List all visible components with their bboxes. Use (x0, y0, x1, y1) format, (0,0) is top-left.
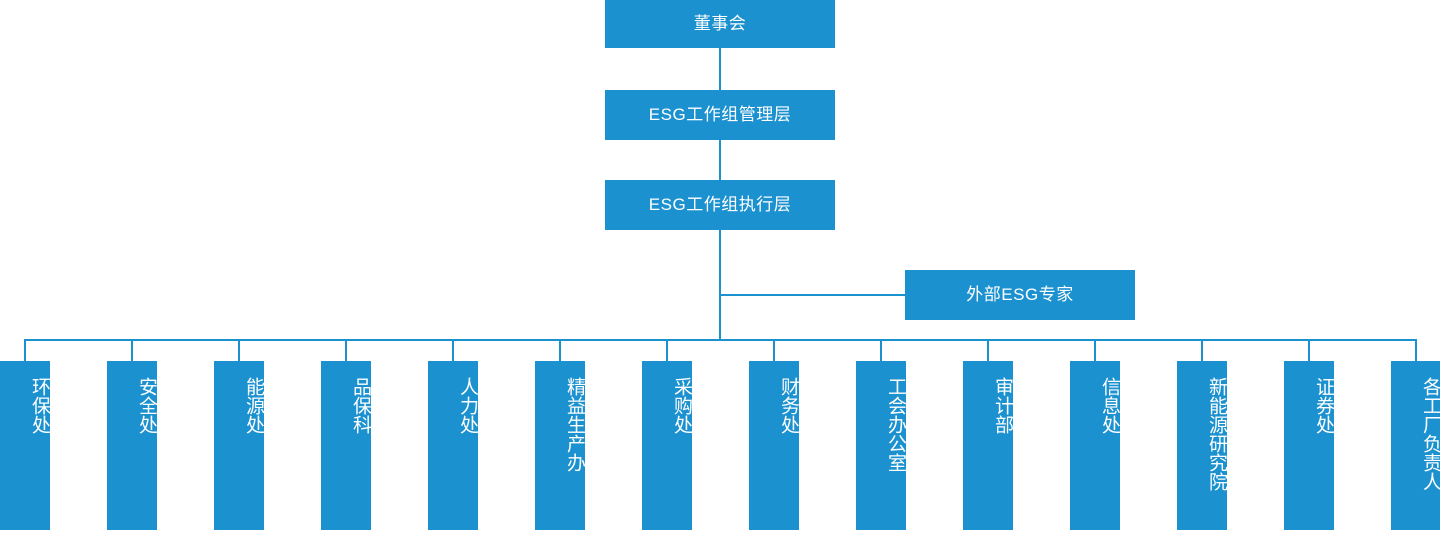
node-board-of-directors-label: 董事会 (693, 13, 747, 33)
connector-drop-12 (1201, 339, 1203, 361)
department-node[interactable]: 人力处 (428, 361, 478, 530)
department-node-label: 工会办公室 (885, 377, 906, 472)
department-node-label: 各工厂负责人 (1420, 377, 1440, 491)
department-node[interactable]: 新能源研究院 (1177, 361, 1227, 530)
department-node-label: 审计部 (992, 377, 1013, 434)
department-node-label: 环保处 (29, 377, 50, 434)
department-node[interactable]: 证券处 (1284, 361, 1334, 530)
department-node[interactable]: 工会办公室 (856, 361, 906, 530)
connector-drop-13 (1308, 339, 1310, 361)
connector-drop-6 (559, 339, 561, 361)
department-node[interactable]: 各工厂负责人 (1391, 361, 1440, 530)
department-node[interactable]: 采购处 (642, 361, 692, 530)
node-board-of-directors[interactable]: 董事会 (605, 0, 835, 48)
department-node-label: 新能源研究院 (1206, 377, 1227, 491)
connector-drop-11 (1094, 339, 1096, 361)
connector-drop-5 (452, 339, 454, 361)
node-esg-working-group-execution[interactable]: ESG工作组执行层 (605, 180, 835, 230)
connector-drop-4 (345, 339, 347, 361)
department-node[interactable]: 精益生产办 (535, 361, 585, 530)
connector-drop-7 (666, 339, 668, 361)
department-node-label: 信息处 (1099, 377, 1120, 434)
department-node[interactable]: 品保科 (321, 361, 371, 530)
connector-board-to-management (719, 48, 721, 90)
connector-drop-1 (24, 339, 26, 361)
department-node[interactable]: 财务处 (749, 361, 799, 530)
connector-execution-trunk (719, 230, 721, 341)
connector-drop-2 (131, 339, 133, 361)
department-node[interactable]: 能源处 (214, 361, 264, 530)
node-external-esg-expert[interactable]: 外部ESG专家 (905, 270, 1135, 320)
node-esg-working-group-execution-label: ESG工作组执行层 (648, 194, 792, 214)
department-node[interactable]: 安全处 (107, 361, 157, 530)
department-node-label: 安全处 (136, 377, 157, 434)
connector-drop-10 (987, 339, 989, 361)
department-node[interactable]: 审计部 (963, 361, 1013, 530)
connector-department-bus (25, 339, 1416, 341)
department-node-label: 证券处 (1313, 377, 1334, 434)
node-esg-working-group-management[interactable]: ESG工作组管理层 (605, 90, 835, 140)
node-esg-working-group-management-label: ESG工作组管理层 (648, 104, 792, 124)
node-external-esg-expert-label: 外部ESG专家 (966, 284, 1074, 304)
department-node-label: 精益生产办 (564, 377, 585, 472)
department-node-label: 人力处 (457, 377, 478, 434)
department-node-label: 能源处 (243, 377, 264, 434)
department-node[interactable]: 信息处 (1070, 361, 1120, 530)
connector-trunk-to-external-expert (719, 294, 907, 296)
connector-drop-9 (880, 339, 882, 361)
department-node[interactable]: 环保处 (0, 361, 50, 530)
department-node-label: 财务处 (778, 377, 799, 434)
department-node-label: 品保科 (350, 377, 371, 434)
connector-drop-8 (773, 339, 775, 361)
department-node-label: 采购处 (671, 377, 692, 434)
connector-management-to-execution (719, 140, 721, 180)
connector-drop-3 (238, 339, 240, 361)
connector-drop-14 (1415, 339, 1417, 361)
